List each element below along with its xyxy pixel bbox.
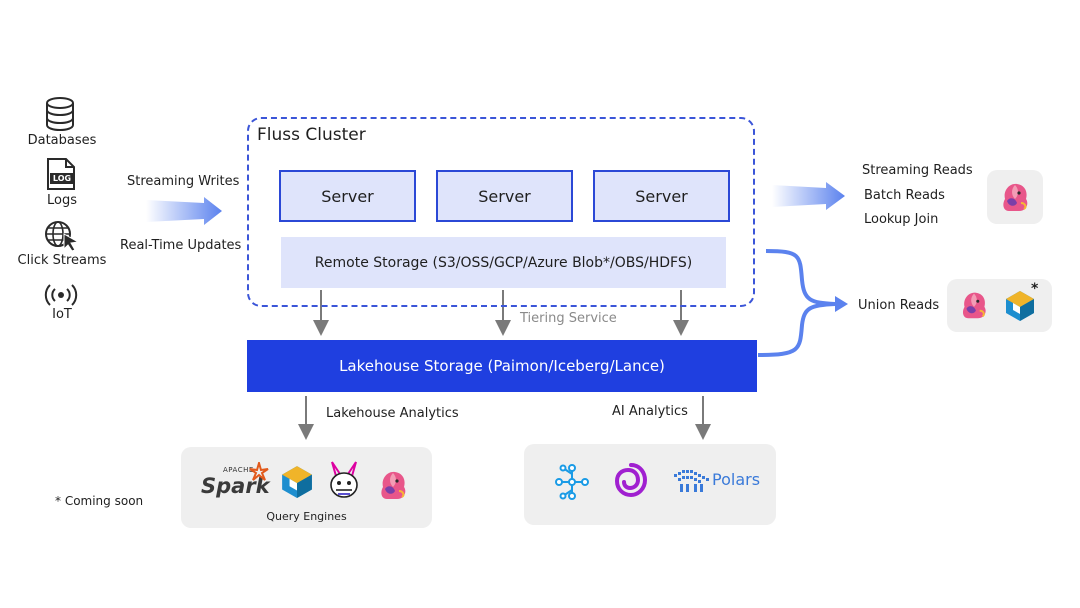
polars-logo: Polars	[672, 464, 762, 498]
remote-storage: Remote Storage (S3/OSS/GCP/Azure Blob*/O…	[281, 237, 726, 288]
source-iot: IoT	[52, 307, 72, 322]
starrocks-cube-icon	[282, 466, 312, 498]
ai-analytics-label: AI Analytics	[612, 404, 688, 419]
spark-text: Spark	[201, 474, 270, 498]
trino-bunny-icon	[330, 461, 358, 498]
coming-soon-asterisk: *	[1031, 281, 1039, 297]
batch-reads-label: Batch Reads	[864, 188, 945, 203]
log-badge-text: LOG	[52, 174, 72, 183]
tiering-service-label: Tiering Service	[520, 311, 617, 326]
spark-logo: APACHE Spark	[201, 462, 271, 502]
fluss-cluster	[247, 117, 755, 307]
polars-text: Polars	[712, 470, 761, 489]
spark-apache-text: APACHE	[223, 466, 254, 474]
polar-bear-icon	[674, 470, 709, 492]
source-logs: Logs	[47, 193, 77, 208]
flink-squirrel-icon	[381, 471, 406, 499]
union-reads-bracket	[757, 249, 848, 357]
source-databases: Databases	[27, 133, 97, 148]
log-file-icon: LOG	[46, 158, 76, 190]
lakehouse-storage: Lakehouse Storage (Paimon/Iceberg/Lance)	[247, 340, 757, 392]
ai-tools-box: Polars	[524, 444, 776, 525]
server-1: Server	[279, 170, 416, 222]
streaming-writes-label: Streaming Writes	[127, 174, 240, 189]
realtime-updates-label: Real-Time Updates	[120, 238, 242, 253]
analytics-arrows	[298, 396, 711, 440]
spiral-logo-icon	[614, 463, 648, 498]
server-3: Server	[593, 170, 730, 222]
lookup-join-label: Lookup Join	[864, 212, 939, 227]
union-reads-label: Union Reads	[858, 298, 940, 313]
flink-logo-box	[987, 170, 1043, 224]
ingest-arrow	[146, 197, 222, 225]
query-engines-box: APACHE Spark Query Engines	[181, 447, 432, 528]
network-graph-icon	[555, 464, 589, 500]
lakehouse-analytics-label: Lakehouse Analytics	[326, 406, 459, 421]
globe-cursor-icon	[45, 221, 80, 252]
flink-squirrel-icon	[1003, 183, 1028, 211]
union-logos-box: *	[947, 279, 1052, 332]
cluster-title: Fluss Cluster	[257, 125, 366, 145]
query-engines-label: Query Engines	[266, 510, 347, 523]
database-icon	[46, 97, 74, 131]
source-click-streams: Click Streams	[17, 253, 107, 268]
streaming-reads-label: Streaming Reads	[862, 163, 973, 178]
tiering-arrows	[313, 290, 689, 336]
server-2: Server	[436, 170, 573, 222]
iot-broadcast-icon	[44, 284, 78, 306]
spark-star-icon	[249, 462, 269, 481]
coming-soon-footnote: * Coming soon	[55, 494, 144, 508]
flink-squirrel-icon	[963, 292, 986, 319]
starrocks-cube-icon	[1006, 291, 1034, 321]
streaming-reads-arrow	[772, 182, 845, 210]
